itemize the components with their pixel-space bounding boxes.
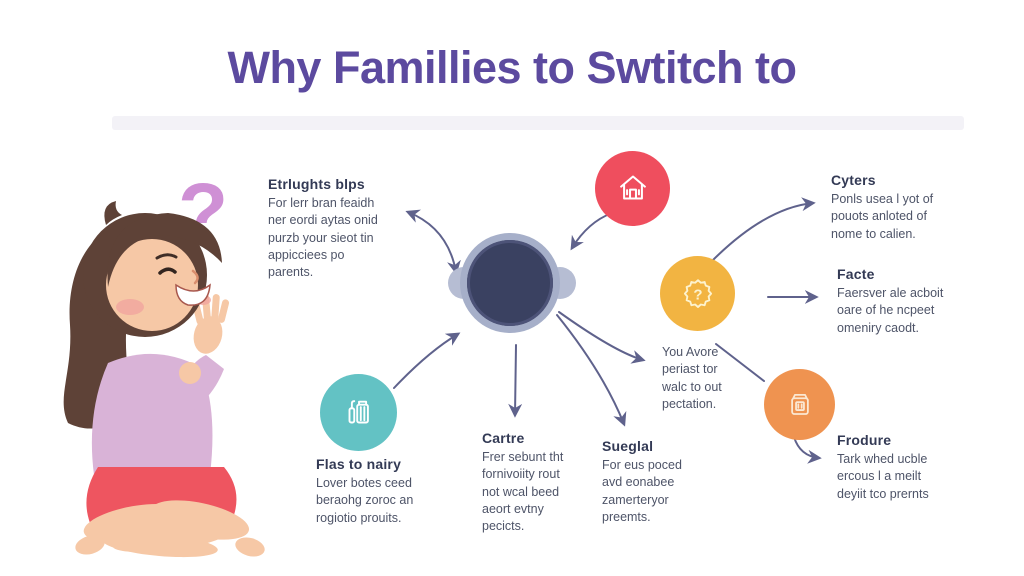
block-you-avore-body: You Avore periast tor walc to out pectat… [662,345,722,411]
product-jar-icon [782,387,818,423]
arrow-hub-etrlughts [405,209,461,275]
hair-front [107,213,222,287]
block-facte: Facte Faersver ale acboit oare of he ncp… [837,266,951,337]
block-cyters-heading: Cyters [831,172,876,188]
title-divider [112,116,964,130]
block-frodure: Frodure Tark whed ucble ercous l a meilt… [837,432,941,503]
block-cartre: Cartre Frer sebunt tht fornivoiity rout … [482,430,580,535]
block-etrlughts: Etrlughts blps For lerr bran feaidh ner … [268,176,392,281]
jar-node [764,369,835,440]
block-facte-body: Faersver ale acboit oare of he ncpeet om… [837,286,944,335]
shorts [86,467,237,533]
block-flas-heading: Flas to nairy [316,456,402,472]
block-cyters: Cyters Ponls usea l yot of pouots anlote… [831,172,943,243]
arrow-house-to-hub [570,212,613,251]
hub-core [467,240,553,326]
block-flas: Flas to nairy Lover botes ceed beraohg z… [316,456,424,527]
torso-shirt [91,353,213,475]
block-sueglal-heading: Sueglal [602,438,654,454]
block-flas-body: Lover botes ceed beraohg zoroc an rogiot… [316,476,414,525]
raised-hand [191,293,230,354]
block-etrlughts-body: For lerr bran feaidh ner eordi aytas oni… [268,196,378,279]
face-features [116,253,211,315]
raised-arm-sleeve [175,355,224,411]
question-badge-node: ? [660,256,735,331]
arrow-badge-to-cyters [711,197,816,262]
arrow-hub-to-sueglal [556,314,627,427]
block-frodure-body: Tark whed ucble ercous l a meilt deyiit … [837,452,929,501]
crossed-legs [75,500,265,558]
arrow-bottle-to-hub [393,332,461,389]
hair-back [63,217,140,429]
face [106,239,198,331]
head-hair [83,213,207,337]
girl-illustration: ? [63,167,265,558]
block-cartre-heading: Cartre [482,430,525,446]
page-title: Why Famillies to Swtitch to [227,42,797,93]
question-badge-icon: ? [678,274,718,314]
arrow-hub-to-you-avore [558,311,646,364]
baby-bottle-icon [340,394,378,432]
chest-hand [179,362,201,384]
block-facte-heading: Facte [837,266,875,282]
hair-tuft [104,201,122,225]
bottle-node [320,374,397,451]
block-cyters-body: Ponls usea l yot of pouots anloted of no… [831,192,934,241]
arrow-hub-to-cartre [508,344,523,418]
house-node [595,151,670,226]
block-you-avore: You Avore periast tor walc to out pectat… [662,344,738,413]
house-icon [614,170,652,208]
block-sueglal-body: For eus poced avd eonabee zamerteryor pr… [602,458,682,524]
block-frodure-heading: Frodure [837,432,892,448]
badge-glyph: ? [693,286,702,303]
block-cartre-body: Frer sebunt tht fornivoiity rout not wca… [482,450,564,533]
question-mark-glyph: ? [178,167,228,258]
arrow-jar-to-frodure [793,436,822,464]
block-etrlughts-heading: Etrlughts blps [268,176,365,192]
block-sueglal: Sueglal For eus poced avd eonabee zamert… [602,438,690,526]
